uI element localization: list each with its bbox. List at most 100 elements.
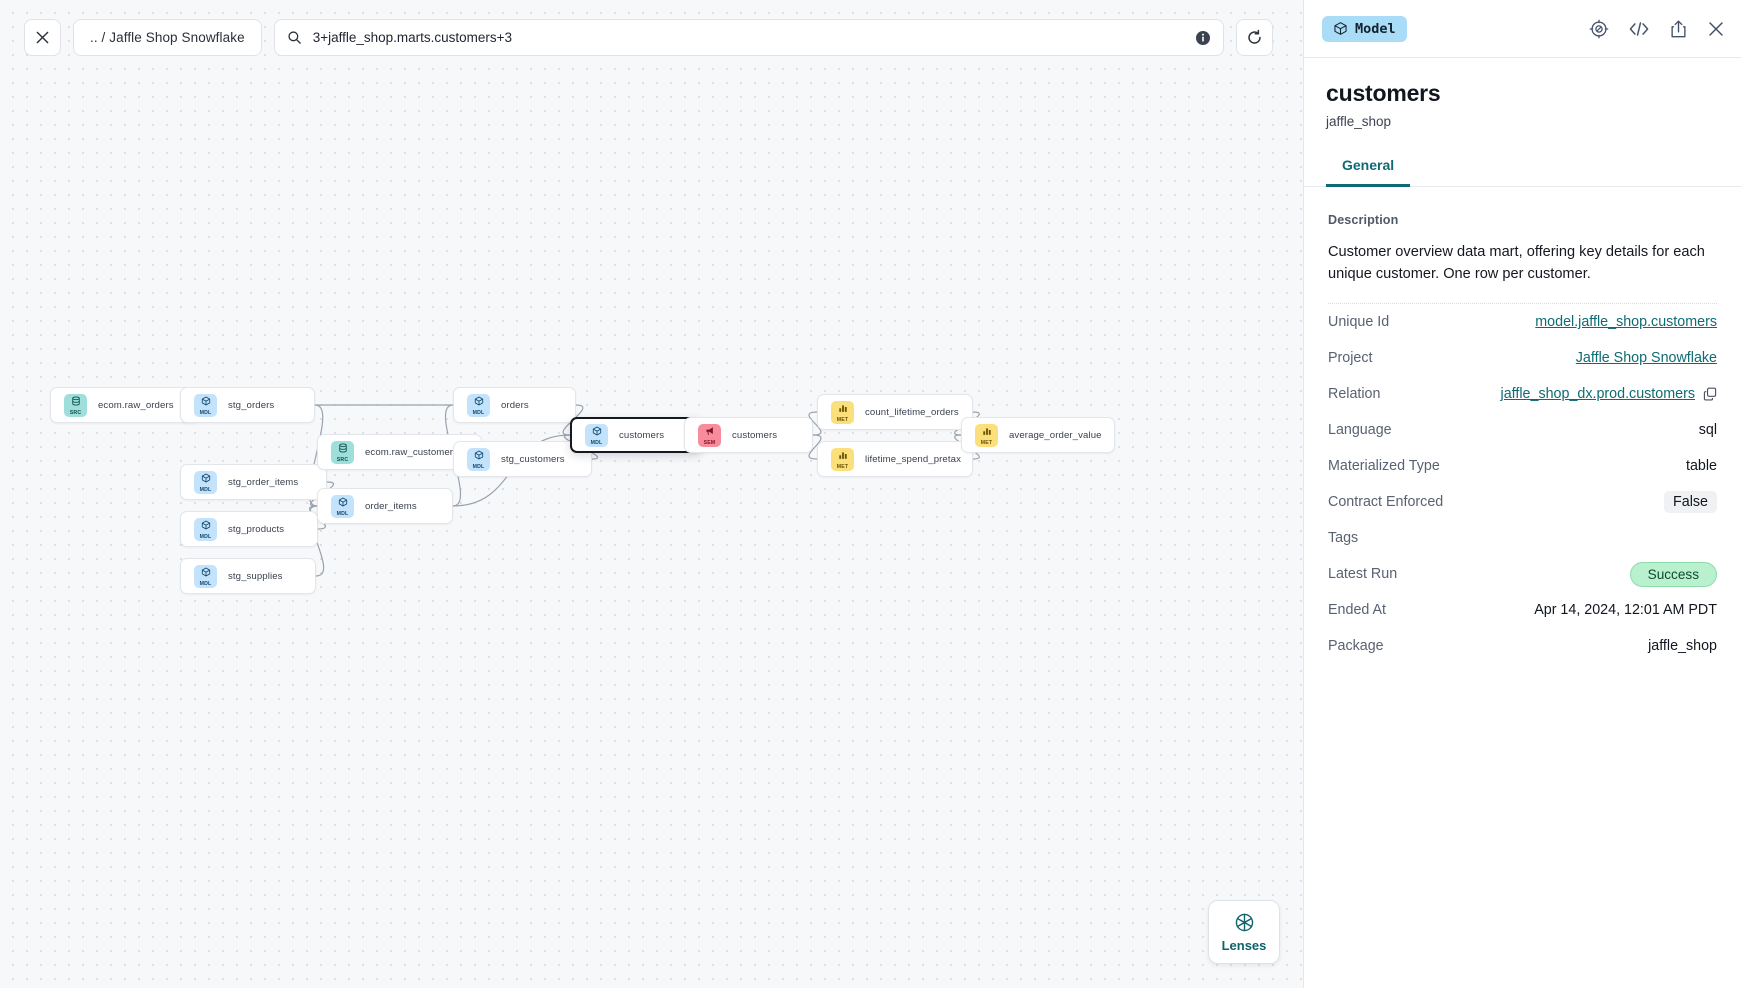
property-value: Apr 14, 2024, 12:01 AM PDT [1534, 602, 1717, 619]
graph-node-lifetime_spend_pretax[interactable]: MET lifetime_spend_pretax [817, 441, 973, 477]
refresh-icon [1248, 29, 1261, 44]
status-badge: False [1664, 491, 1717, 514]
node-badge-mdl-icon: MDL [331, 494, 354, 518]
search-input[interactable] [312, 30, 1184, 45]
node-label: orders [501, 399, 529, 411]
node-badge-met-icon: MET [831, 400, 854, 424]
page-title: customers [1326, 80, 1441, 106]
graph-node-customers_model[interactable]: MDL customers [570, 417, 702, 453]
node-badge-mdl-icon: MDL [194, 393, 217, 417]
search-bar[interactable] [273, 19, 1224, 56]
entity-type-label: Model [1355, 20, 1396, 37]
property-row: Contract Enforced False [1328, 484, 1717, 520]
property-key: Materialized Type [1328, 458, 1440, 475]
property-value: Success [1629, 561, 1717, 587]
code-icon[interactable] [1628, 19, 1650, 39]
lenses-button[interactable]: Lenses [1208, 900, 1280, 964]
focus-icon[interactable] [1589, 19, 1609, 39]
node-badge-met-icon: MET [975, 423, 998, 447]
node-badge-mdl-icon: MDL [194, 517, 217, 541]
entity-type-chip: Model [1322, 15, 1407, 42]
close-icon[interactable] [1707, 20, 1725, 38]
property-key: Project [1328, 350, 1373, 367]
property-value: sql [1698, 422, 1717, 439]
property-value[interactable]: model.jaffle_shop.customers [1535, 314, 1717, 331]
node-label: average_order_value [1009, 429, 1102, 441]
property-key: Ended At [1328, 602, 1387, 619]
tab-general[interactable]: General [1326, 157, 1411, 187]
property-link[interactable]: jaffle_shop_dx.prod.customers [1500, 386, 1695, 403]
node-badge-src-icon: SRC [331, 440, 354, 464]
property-row: Latest Run Success [1328, 556, 1717, 592]
panel-body: Description Customer overview data mart,… [1304, 187, 1741, 988]
node-badge-mdl-icon: MDL [467, 393, 490, 417]
property-key: Package [1328, 638, 1384, 655]
property-row: Project Jaffle Shop Snowflake [1328, 340, 1717, 376]
graph-node-count_lifetime_orders[interactable]: MET count_lifetime_orders [817, 394, 973, 430]
node-badge-src-icon: SRC [64, 393, 87, 417]
property-row: Materialized Type table [1328, 448, 1717, 484]
breadcrumb[interactable]: .. / Jaffle Shop Snowflake [73, 19, 262, 56]
property-value: jaffle_shop [1648, 638, 1717, 655]
property-row: Tags [1328, 520, 1717, 556]
lenses-label: Lenses [1221, 937, 1267, 953]
detail-panel: Model [1303, 0, 1741, 988]
node-badge-met-icon: MET [831, 447, 854, 471]
search-icon [288, 31, 301, 44]
graph-node-stg_orders[interactable]: MDL stg_orders [180, 387, 315, 423]
graph-node-stg_products[interactable]: MDL stg_products [180, 511, 318, 547]
graph-toolbar: .. / Jaffle Shop Snowflake [24, 19, 1273, 56]
copy-icon[interactable] [1703, 387, 1717, 401]
node-badge-mdl-icon: MDL [467, 447, 490, 471]
property-row: Relation jaffle_shop_dx.prod.customers [1328, 376, 1717, 412]
status-badge: Success [1629, 561, 1717, 587]
property-key: Language [1328, 422, 1392, 439]
property-value[interactable]: jaffle_shop_dx.prod.customers [1501, 386, 1717, 402]
property-value: False [1664, 491, 1717, 514]
graph-node-average_order_value[interactable]: MET average_order_value [961, 417, 1115, 453]
node-label: stg_products [228, 523, 285, 535]
property-key: Unique Id [1328, 314, 1390, 331]
share-icon[interactable] [1669, 19, 1688, 39]
graph-node-stg_customers[interactable]: MDL stg_customers [453, 441, 592, 477]
node-badge-mdl-icon: MDL [585, 423, 608, 447]
property-value: table [1685, 458, 1717, 475]
property-row: Unique Id model.jaffle_shop.customers [1328, 304, 1717, 340]
node-label: count_lifetime_orders [865, 406, 959, 418]
property-key: Contract Enforced [1328, 494, 1444, 511]
node-badge-sem-icon: SEM [698, 423, 721, 447]
node-label: stg_customers [501, 453, 565, 465]
property-key: Relation [1328, 386, 1381, 403]
node-label: customers [619, 429, 665, 441]
panel-tabs: General [1304, 157, 1741, 187]
property-row: Package jaffle_shop [1328, 628, 1717, 664]
property-key: Tags [1328, 530, 1359, 547]
node-label: lifetime_spend_pretax [865, 453, 961, 465]
property-value[interactable]: Jaffle Shop Snowflake [1575, 350, 1717, 367]
property-key: Latest Run [1328, 566, 1398, 583]
graph-node-order_items[interactable]: MDL order_items [317, 488, 453, 524]
node-label: stg_order_items [228, 476, 299, 488]
entity-subtitle: jaffle_shop [1326, 114, 1392, 129]
aperture-icon [1235, 913, 1253, 931]
node-label: stg_orders [228, 399, 275, 411]
node-label: order_items [365, 500, 417, 512]
info-icon[interactable] [1195, 30, 1211, 46]
close-button[interactable] [24, 19, 61, 56]
graph-node-customers_semantic[interactable]: SEM customers [684, 417, 813, 453]
node-badge-mdl-icon: MDL [194, 564, 217, 588]
panel-header: Model [1304, 0, 1741, 58]
graph-node-orders[interactable]: MDL orders [453, 387, 576, 423]
property-row: Language sql [1328, 412, 1717, 448]
panel-title-block: customers jaffle_shop [1304, 58, 1741, 129]
node-label: customers [732, 429, 778, 441]
node-label: ecom.raw_customers [365, 446, 458, 458]
refresh-button[interactable] [1235, 19, 1273, 56]
property-row: Ended At Apr 14, 2024, 12:01 AM PDT [1328, 592, 1717, 628]
